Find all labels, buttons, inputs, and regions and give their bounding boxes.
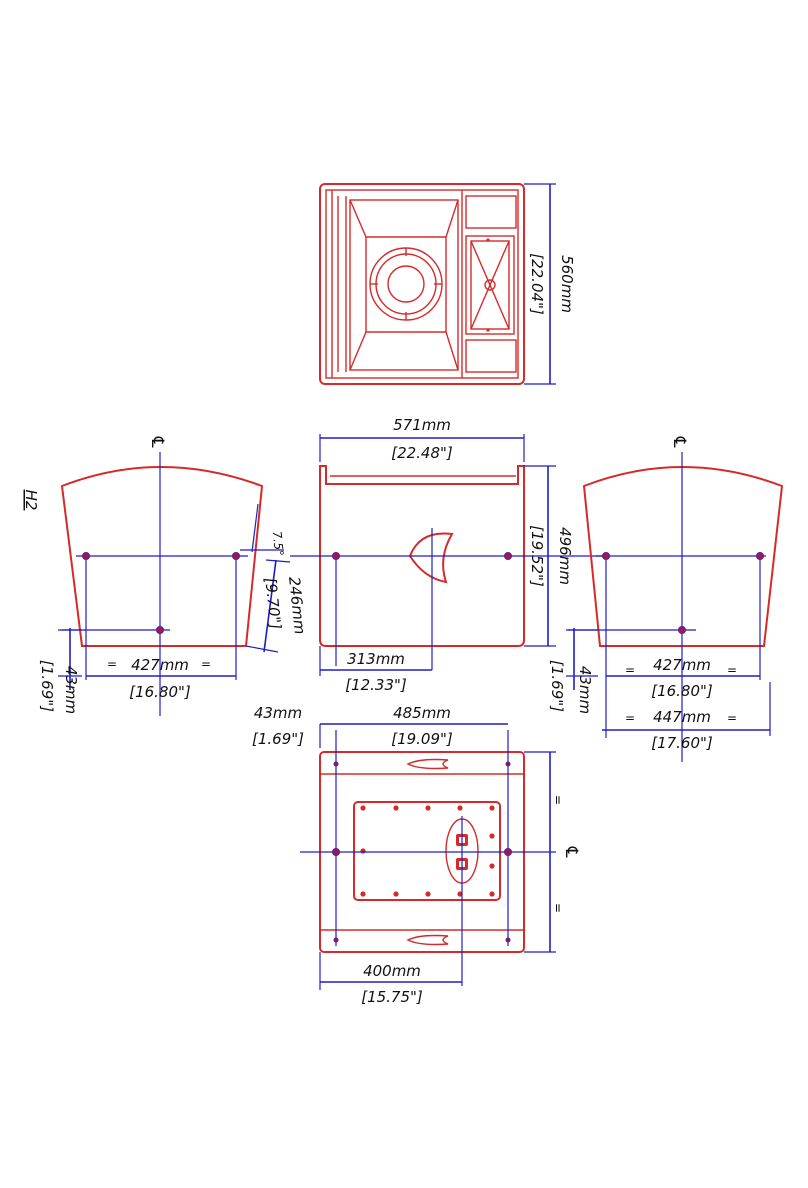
front-rigging-point-right (504, 552, 512, 560)
left-rig-height-in: [9.70"] (261, 577, 284, 631)
front-offset-mm: 313mm (347, 650, 405, 668)
left-equal-mark-1: = (107, 657, 117, 671)
right-hole-spacing-in: [16.80"] (651, 682, 713, 700)
bottom-rigging-point-left (332, 848, 340, 856)
front-view-outline (319, 465, 525, 647)
right-centerline-symbol: ℄ (669, 434, 689, 449)
right-equal-mark-3: = (625, 711, 635, 725)
front-height-mm: 496mm (556, 527, 574, 585)
front-view (290, 434, 606, 676)
top-panel-upper (465, 195, 517, 229)
front-height-in: [19.52"] (528, 525, 546, 587)
bottom-hole-spacing-in: [19.09"] (391, 730, 453, 748)
left-rigging-point-center (156, 626, 164, 634)
bottom-handle-upper (406, 758, 449, 770)
right-rigging-point-center (678, 626, 686, 634)
bottom-offset-in: [15.75"] (361, 988, 423, 1006)
bottom-centerline-symbol: ℄ (561, 844, 581, 859)
right-view-outline (582, 466, 784, 647)
right-side-view (566, 452, 784, 762)
left-angle-label: 7.5° (270, 530, 287, 556)
top-view-inner-outline (325, 189, 519, 379)
right-rigging-point-front (602, 552, 610, 560)
left-edge-in: [1.69"] (38, 660, 56, 712)
depth-mm-label: 560mm (558, 255, 576, 313)
bottom-rigging-point-right (504, 848, 512, 856)
connector-panel-outline (465, 235, 515, 335)
bottom-hole-spacing-mm: 485mm (393, 704, 451, 722)
driver-outline (369, 247, 443, 321)
front-rigging-point-left (332, 552, 340, 560)
left-view-outline (60, 466, 264, 647)
bottom-view (300, 723, 556, 990)
top-view: 560mm [22.04"] (319, 183, 576, 385)
right-hole-spacing-mm: 427mm (653, 656, 711, 674)
right-overall-in: [17.60"] (651, 734, 713, 752)
bottom-edge-in: [1.69"] (252, 730, 304, 748)
bottom-point-tr (505, 761, 511, 767)
right-equal-mark-1: = (625, 663, 635, 677)
left-hole-spacing-in: [16.80"] (129, 683, 191, 701)
right-equal-mark-2: = (727, 663, 737, 677)
bottom-point-tl (333, 761, 339, 767)
front-handle-outline (408, 532, 454, 584)
bottom-equal-mark-2: = (551, 903, 565, 913)
left-rigging-point-front (82, 552, 90, 560)
panel-screws (360, 805, 495, 897)
bottom-handle-lower (406, 934, 449, 946)
left-hole-spacing-mm: 427mm (131, 656, 189, 674)
left-centerline-symbol: ℄ (147, 434, 167, 449)
left-equal-mark-2: = (201, 657, 211, 671)
front-offset-in: [12.33"] (345, 676, 407, 694)
bottom-point-bl (333, 937, 339, 943)
bottom-equal-mark-1: = (551, 795, 565, 805)
right-equal-mark-4: = (727, 711, 737, 725)
right-rigging-point-rear (756, 552, 764, 560)
left-edge-mm: 43mm (62, 666, 80, 714)
top-panel-lower (465, 339, 517, 373)
left-rigging-point-rear (232, 552, 240, 560)
top-view-outline (319, 183, 525, 385)
left-rig-height-mm: 246mm (285, 576, 309, 635)
front-width-mm: 571mm (393, 416, 451, 434)
right-overall-mm: 447mm (653, 708, 711, 726)
bottom-edge-mm: 43mm (254, 704, 302, 722)
right-edge-in: [1.69"] (548, 660, 566, 712)
bottom-point-br (505, 937, 511, 943)
horn-outline (349, 199, 459, 371)
right-edge-mm: 43mm (576, 666, 594, 714)
bottom-offset-mm: 400mm (363, 962, 421, 980)
depth-in-label: [22.04"] (528, 253, 546, 315)
depth-dimension (524, 183, 556, 385)
front-width-in: [22.48"] (391, 444, 453, 462)
left-side-view (58, 452, 291, 716)
rear-panel-outline (353, 801, 501, 901)
model-label: H2 (22, 490, 40, 511)
